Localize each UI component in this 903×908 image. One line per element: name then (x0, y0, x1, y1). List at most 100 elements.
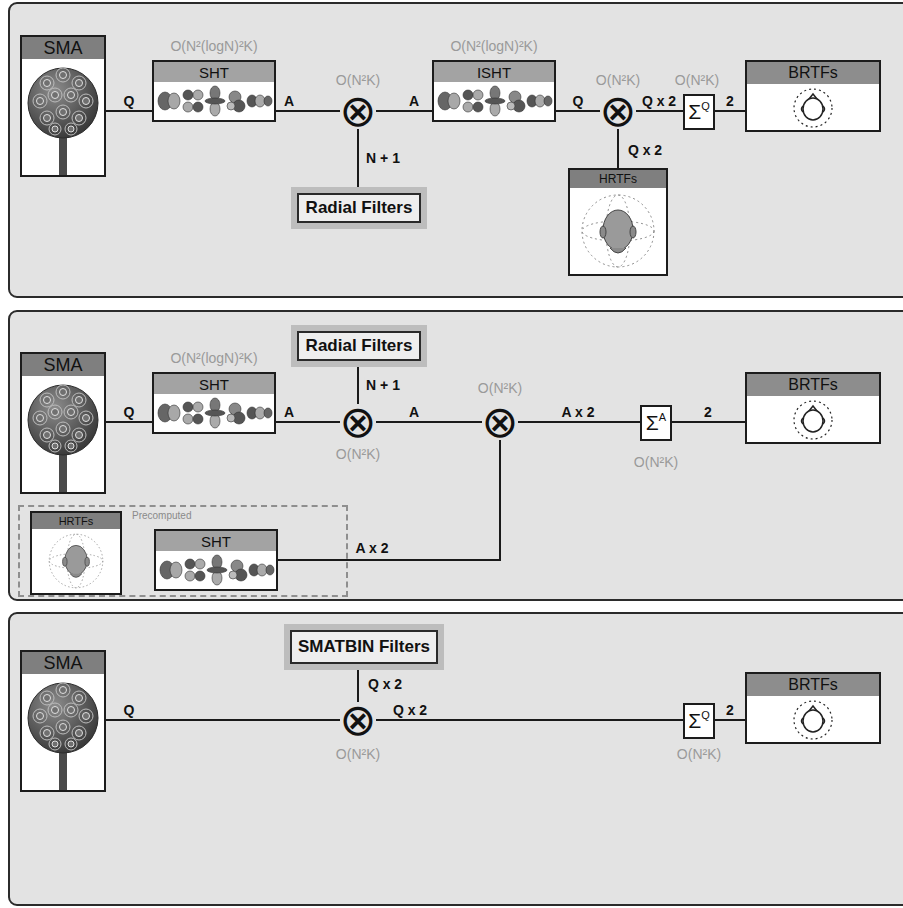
channel-count: N + 1 (364, 150, 402, 166)
filter-box: Radial Filters (297, 193, 421, 223)
superscript: Q (701, 709, 710, 721)
channel-count: Q x 2 (640, 93, 678, 109)
transform-box: SHT (152, 60, 276, 122)
signal-line (278, 440, 500, 560)
header-band: SHT (156, 531, 276, 551)
multiplier-node: ⊗ (600, 93, 636, 129)
node-label: Σ (646, 411, 659, 435)
channel-count: 2 (702, 404, 714, 420)
channel-count: Q (122, 702, 137, 718)
signal-line (276, 421, 340, 423)
signal-line (376, 719, 683, 721)
array-box: SMA (20, 352, 106, 494)
node-label: SHT (201, 533, 231, 550)
complexity-label: O(N²K) (336, 746, 380, 762)
node-label: Σ (688, 709, 701, 733)
channel-count: A x 2 (560, 404, 597, 420)
node-label: ⊗ (600, 93, 637, 129)
node-label: Σ (688, 100, 701, 124)
panel (8, 612, 903, 906)
header-band: HRTFs (570, 170, 666, 188)
output-box: BRTFs (745, 372, 881, 444)
precomputed-group: HRTFsSHTPrecomputed (18, 505, 348, 597)
signal-line (715, 110, 745, 112)
node-label: HRTFs (59, 515, 94, 527)
signal-line (357, 361, 359, 404)
node-label: BRTFs (788, 676, 837, 694)
complexity-label: O(N²K) (675, 72, 719, 88)
complexity-label: O(N²K) (336, 72, 380, 88)
complexity-label: O(N²K) (478, 380, 522, 396)
channel-count: A (282, 93, 296, 109)
signal-line (106, 110, 152, 112)
filter-box: Radial Filters (297, 331, 421, 361)
channel-count: Q (571, 93, 586, 109)
channel-count: Q (122, 93, 137, 109)
channel-count: Q x 2 (391, 702, 429, 718)
complexity-label: O(N²(logN)²K) (170, 350, 257, 366)
node-label: SMA (43, 355, 82, 376)
transform-box: ISHT (432, 60, 556, 122)
sum-box: ΣQ (683, 703, 715, 739)
superscript: A (659, 411, 666, 423)
channel-count: Q x 2 (626, 142, 664, 158)
channel-count: A (407, 404, 421, 420)
multiplier-node: ⊗ (340, 93, 376, 129)
node-label: ⊗ (340, 93, 377, 129)
array-box: SMA (20, 650, 106, 792)
signal-line (672, 421, 745, 423)
signal-line (556, 110, 600, 112)
header-band: ISHT (434, 62, 554, 82)
output-box: BRTFs (745, 672, 881, 744)
header-band: SHT (154, 374, 274, 394)
multiplier-node: ⊗ (340, 404, 376, 440)
node-label: SMA (43, 653, 82, 674)
signal-line (357, 129, 359, 193)
signal-line (715, 719, 745, 721)
channel-count: A (407, 93, 421, 109)
signal-line (276, 110, 340, 112)
channel-count: A (282, 404, 296, 420)
channel-count: Q (122, 404, 137, 420)
panel (8, 310, 903, 601)
signal-line (357, 664, 359, 702)
complexity-label: O(N²K) (336, 446, 380, 462)
complexity-label: O(N²(logN)²K) (450, 38, 537, 54)
header-band: SHT (154, 62, 274, 82)
signal-line (376, 421, 482, 423)
header-band: BRTFs (747, 62, 879, 84)
signal-line (636, 110, 683, 112)
node-label: ISHT (477, 64, 511, 81)
header-band: SMA (22, 652, 104, 674)
complexity-label: O(N²K) (596, 72, 640, 88)
filter-box: SMATBIN Filters (290, 630, 438, 664)
output-box: BRTFs (745, 60, 881, 132)
transform-box: SHT (154, 529, 278, 591)
node-label: ⊗ (340, 404, 377, 440)
node-label: BRTFs (788, 64, 837, 82)
node-label: SHT (199, 64, 229, 81)
complexity-label: O(N²(logN)²K) (170, 38, 257, 54)
node-label: SMA (43, 38, 82, 59)
sum-box: ΣA (640, 405, 672, 441)
transform-box: SHT (152, 372, 276, 434)
complexity-label: O(N²K) (677, 746, 721, 762)
sum-box: ΣQ (683, 94, 715, 130)
signal-line (518, 421, 640, 423)
node-label: Radial Filters (306, 198, 413, 218)
node-label: BRTFs (788, 376, 837, 394)
signal-line (617, 129, 619, 168)
multiplier-node: ⊗ (340, 702, 376, 738)
channel-count: A x 2 (354, 540, 391, 556)
channel-count: 2 (724, 93, 736, 109)
channel-count: 2 (724, 702, 736, 718)
header-band: BRTFs (747, 674, 879, 696)
header-band: SMA (22, 354, 104, 376)
signal-line (106, 421, 152, 423)
multiplier-node: ⊗ (482, 404, 518, 440)
header-band: BRTFs (747, 374, 879, 396)
array-box: SMA (20, 35, 106, 177)
